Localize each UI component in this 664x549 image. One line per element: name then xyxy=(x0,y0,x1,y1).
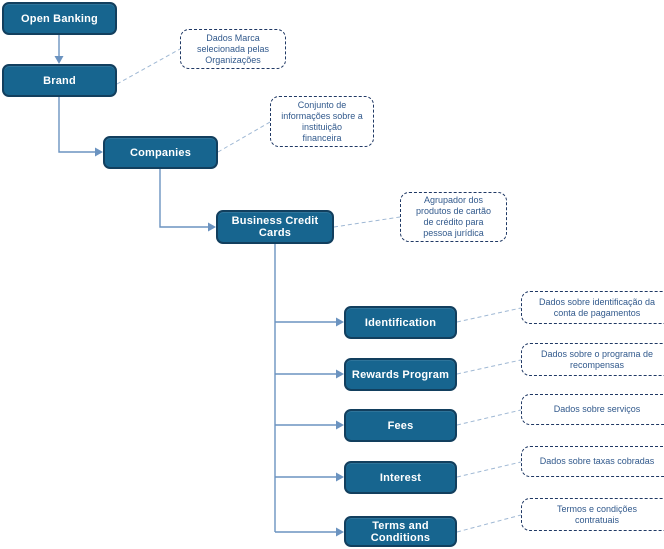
note-text: Conjunto de informações sobre a institui… xyxy=(281,99,363,143)
node-open-banking[interactable]: Open Banking xyxy=(2,2,117,35)
node-label: Interest xyxy=(379,471,422,484)
node-label: Business Credit Cards xyxy=(231,215,319,239)
node-label: Brand xyxy=(43,74,76,87)
node-label: Companies xyxy=(129,146,192,159)
note-text: Dados sobre serviços xyxy=(553,404,641,414)
note-business-credit-cards: Agrupador dos produtos de cartão de créd… xyxy=(400,192,507,242)
note-terms-and-conditions: Termos e condições contratuais xyxy=(521,498,664,531)
node-identification[interactable]: Identification xyxy=(344,306,457,339)
note-rewards-program: Dados sobre o programa de recompensas xyxy=(521,343,664,376)
leader-companies xyxy=(217,121,271,153)
node-label: Rewards Program xyxy=(351,368,450,381)
trunk-to-identification-arrowhead xyxy=(336,317,344,327)
note-identification: Dados sobre identificação da conta de pa… xyxy=(521,291,664,324)
note-text: Dados sobre o programa de recompensas xyxy=(540,348,654,370)
brand-to-companies-arrowhead xyxy=(95,147,103,157)
note-brand: Dados Marca selecionada pelas Organizaçõ… xyxy=(180,29,286,69)
leader-interest xyxy=(456,461,522,478)
leader-identification xyxy=(456,307,522,323)
leader-terms-and-conditions xyxy=(456,514,522,533)
node-business-credit-cards[interactable]: Business Credit Cards xyxy=(216,210,334,244)
note-text: Dados sobre identificação da conta de pa… xyxy=(538,296,656,318)
note-text: Agrupador dos produtos de cartão de créd… xyxy=(415,195,492,238)
brand-to-companies xyxy=(58,97,96,153)
node-fees[interactable]: Fees xyxy=(344,409,457,442)
note-text: Termos e condições contratuais xyxy=(556,503,638,525)
trunk-to-fees-arrowhead xyxy=(336,420,344,430)
open-banking-to-brand-arrowhead xyxy=(54,56,64,64)
leader-brand xyxy=(116,48,181,85)
trunk-to-interest-arrowhead xyxy=(336,472,344,482)
node-label: Fees xyxy=(387,419,414,432)
companies-to-business-cards xyxy=(159,169,209,228)
note-companies: Conjunto de informações sobre a institui… xyxy=(270,96,374,147)
note-interest: Dados sobre taxas cobradas xyxy=(521,446,664,477)
leader-business-credit-cards xyxy=(333,216,401,228)
node-companies[interactable]: Companies xyxy=(103,136,218,169)
node-label: Open Banking xyxy=(21,12,98,25)
companies-to-business-cards-arrowhead xyxy=(208,222,216,232)
note-text: Dados Marca selecionada pelas Organizaçõ… xyxy=(196,32,270,65)
node-label: Identification xyxy=(364,316,437,329)
trunk-to-terms-arrowhead xyxy=(336,527,344,537)
note-text: Dados sobre taxas cobradas xyxy=(539,456,655,466)
node-terms-and-conditions[interactable]: Terms and Conditions xyxy=(344,516,457,547)
trunk-to-rewards-program-arrowhead xyxy=(336,369,344,379)
note-fees: Dados sobre serviços xyxy=(521,394,664,425)
node-rewards-program[interactable]: Rewards Program xyxy=(344,358,457,391)
leader-fees xyxy=(456,409,522,426)
leader-rewards-program xyxy=(456,359,522,375)
node-label: Terms and Conditions xyxy=(370,519,431,544)
node-brand[interactable]: Brand xyxy=(2,64,117,97)
node-interest[interactable]: Interest xyxy=(344,461,457,494)
